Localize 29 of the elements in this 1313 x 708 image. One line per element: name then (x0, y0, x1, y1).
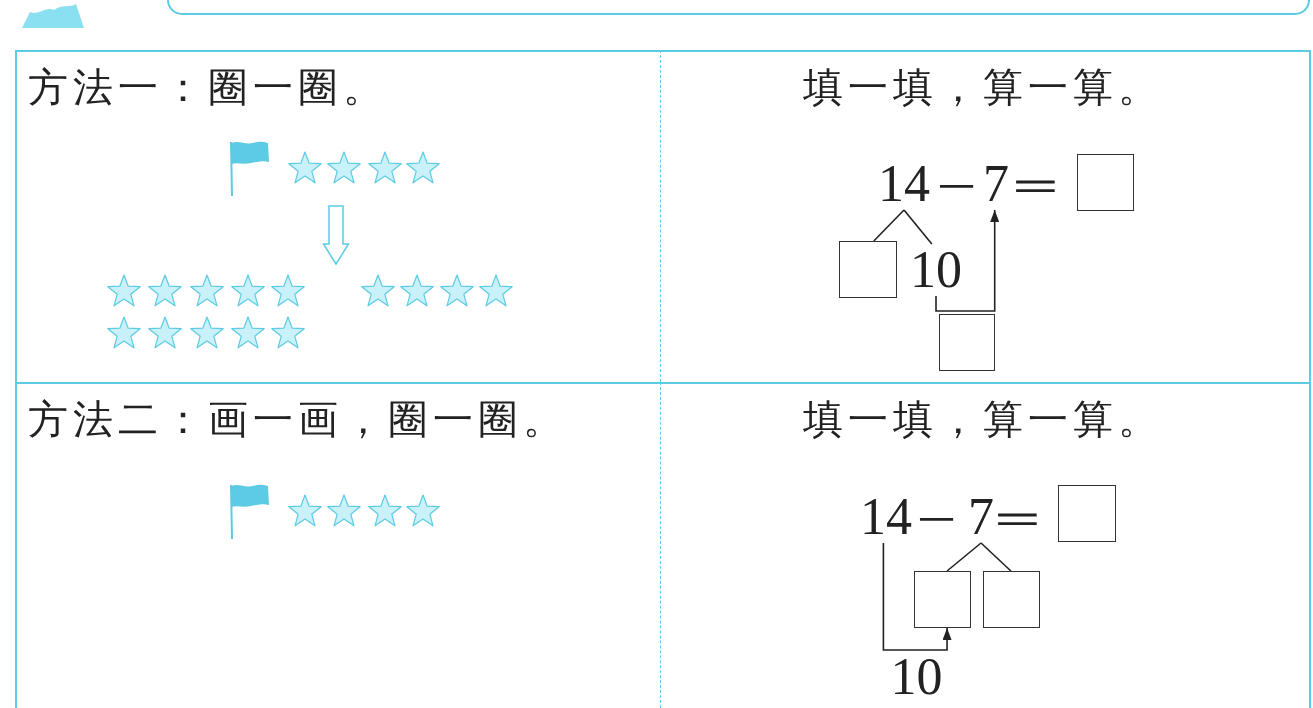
math-symbol: ＝ (996, 491, 1038, 543)
math-symbol: ＝ (1014, 158, 1056, 210)
table-cell (661, 50, 1311, 382)
instruction-text: 填一填，算一算。 (803, 395, 1163, 443)
connector-line (903, 209, 933, 245)
number-text: 14 (860, 491, 912, 543)
connector-line (946, 542, 982, 572)
hollow-arrow (322, 205, 350, 266)
instruction-text: 方法一：圈一圈。 (28, 63, 388, 111)
number-text: 7 (983, 158, 1009, 210)
answer-box (983, 571, 1040, 628)
math-symbol: － (915, 491, 957, 543)
number-text: 14 (878, 158, 930, 210)
instruction-text: 方法二：画一画，圈一圈。 (28, 395, 568, 443)
table-cell (15, 382, 661, 708)
number-text: 10 (910, 244, 962, 296)
table-cell (15, 50, 661, 382)
math-symbol: － (935, 158, 977, 210)
connector-line (980, 542, 1012, 572)
instruction-text: 填一填，算一算。 (803, 63, 1163, 111)
answer-box (839, 241, 897, 298)
arrow (935, 209, 1000, 312)
number-text: 7 (968, 491, 994, 543)
answer-box (939, 314, 995, 371)
connector-line (873, 209, 905, 242)
answer-box (1058, 485, 1116, 542)
answer-box (1077, 154, 1134, 211)
answer-box (914, 571, 971, 628)
arrow (882, 542, 952, 651)
